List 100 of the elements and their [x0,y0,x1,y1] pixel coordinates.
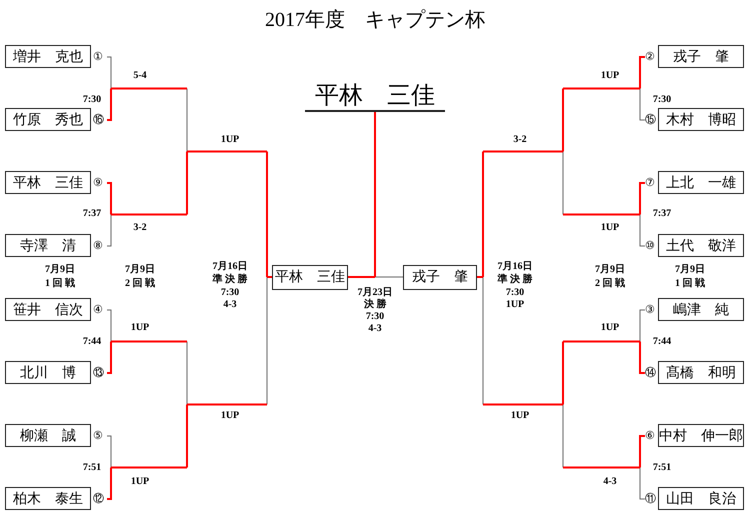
seed-number: ⑨ [93,176,103,189]
match-note: 5-4 [133,70,147,82]
bracket-line [107,342,112,374]
bracket-line [111,214,187,216]
bracket-line [640,214,646,246]
player-name-box: 竹原 秀也 [5,108,91,131]
seed-number: ⑭ [645,366,656,379]
bracket-line [563,214,640,216]
player-name-box: 戎子 肇 [658,45,744,68]
match-note: 1UP [600,222,620,234]
bracket-line [107,88,112,121]
seed-number: ⑯ [93,113,104,126]
match-note: 1UP [510,410,530,422]
match-note: 7:51 [652,462,672,474]
winner-name-box: 戎子 肇 [403,265,477,290]
bracket-line [106,310,112,342]
bracket-line [267,276,272,278]
match-note: 7月9日 [595,264,625,276]
match-note: 7:51 [82,462,102,474]
seed-number: ⑩ [645,239,655,252]
bracket-line [186,88,188,152]
player-name-box: 山田 良治 [658,487,744,510]
match-note: 3-2 [513,134,527,146]
bracket-line [562,342,564,404]
player-name-box: 平林 三佳 [5,171,91,194]
bracket-line [111,88,187,90]
match-note: 7月9日 [125,264,155,276]
bracket-line [477,276,483,278]
bracket-line [111,340,187,342]
bracket-title: 2017年度 キャプテン杯 [264,8,486,33]
seed-number: ⑤ [93,429,103,442]
match-note: 7:30 [366,311,384,323]
player-name-box: 柳瀬 誠 [5,424,91,447]
match-note: 2 回 戦 [595,278,625,290]
bracket-line [482,152,484,277]
seed-number: ⑧ [93,239,103,252]
bracket-line [106,56,112,89]
seed-number: ⑦ [645,176,655,189]
bracket-line [482,276,484,405]
seed-number: ④ [93,303,103,316]
bracket-line [266,152,268,277]
match-note: 準 決 勝 [498,274,532,286]
match-note: 1UP [600,70,620,82]
bracket-line [374,112,376,277]
bracket-line [348,276,375,278]
bracket-line [562,151,564,215]
player-name-box: 髙橋 和明 [658,361,744,384]
seed-number: ⑪ [645,492,656,505]
match-note: 7:44 [82,336,102,348]
bracket-line [640,467,646,500]
bracket-line [562,404,564,468]
bracket-line [186,341,188,405]
player-name-box: 寺澤 清 [5,234,91,257]
match-note: 準 決 勝 [212,274,248,286]
match-note: 7月9日 [675,264,705,276]
player-name-box: 木村 博昭 [658,108,744,131]
winner-name-box: 平林 三佳 [272,265,348,290]
bracket-line [374,276,404,278]
bracket-line [111,466,187,468]
player-name-box: 増井 克也 [5,45,91,68]
match-note: 1UP [130,476,150,488]
player-name-box: 上北 一雄 [658,171,744,194]
bracket-line [266,276,268,405]
match-note: 1UP [130,322,150,334]
bracket-line [563,466,640,468]
match-note: 7月16日 [212,261,248,273]
bracket-line [563,340,640,342]
player-name-box: 中村 伸一郎 [658,424,744,447]
player-name-box: 笹井 信次 [5,298,91,321]
bracket-line [639,182,645,214]
match-note: 7:30 [82,94,102,106]
bracket-line [563,88,640,90]
match-note: 1 回 戦 [675,278,705,290]
match-note: 4-3 [223,299,237,311]
bracket-line [639,342,645,374]
bracket-line [483,404,563,406]
bracket-line [640,310,646,342]
match-note: 7:30 [506,287,524,299]
match-note: 4-3 [368,323,382,335]
player-name-box: 柏木 泰生 [5,487,91,510]
bracket-line [107,468,112,500]
bracket-line [187,404,267,406]
bracket-line [106,436,112,468]
bracket-line [186,152,188,214]
bracket-line [639,56,645,88]
match-note: 7:37 [82,208,102,220]
player-name-box: 北川 博 [5,361,91,384]
player-name-box: 土代 敬洋 [658,234,744,257]
seed-number: ⑥ [645,429,655,442]
seed-number: ⑬ [93,366,104,379]
bracket-line [186,404,188,468]
match-note: 決 勝 [364,299,386,311]
match-note: 7:30 [652,94,672,106]
match-note: 1UP [600,322,620,334]
match-note: 1UP [220,410,240,422]
seed-number: ① [93,50,103,63]
match-note: 7月9日 [45,264,75,276]
match-note: 4-3 [603,476,617,488]
match-note: 3-2 [133,222,147,234]
bracket-line [107,182,112,214]
